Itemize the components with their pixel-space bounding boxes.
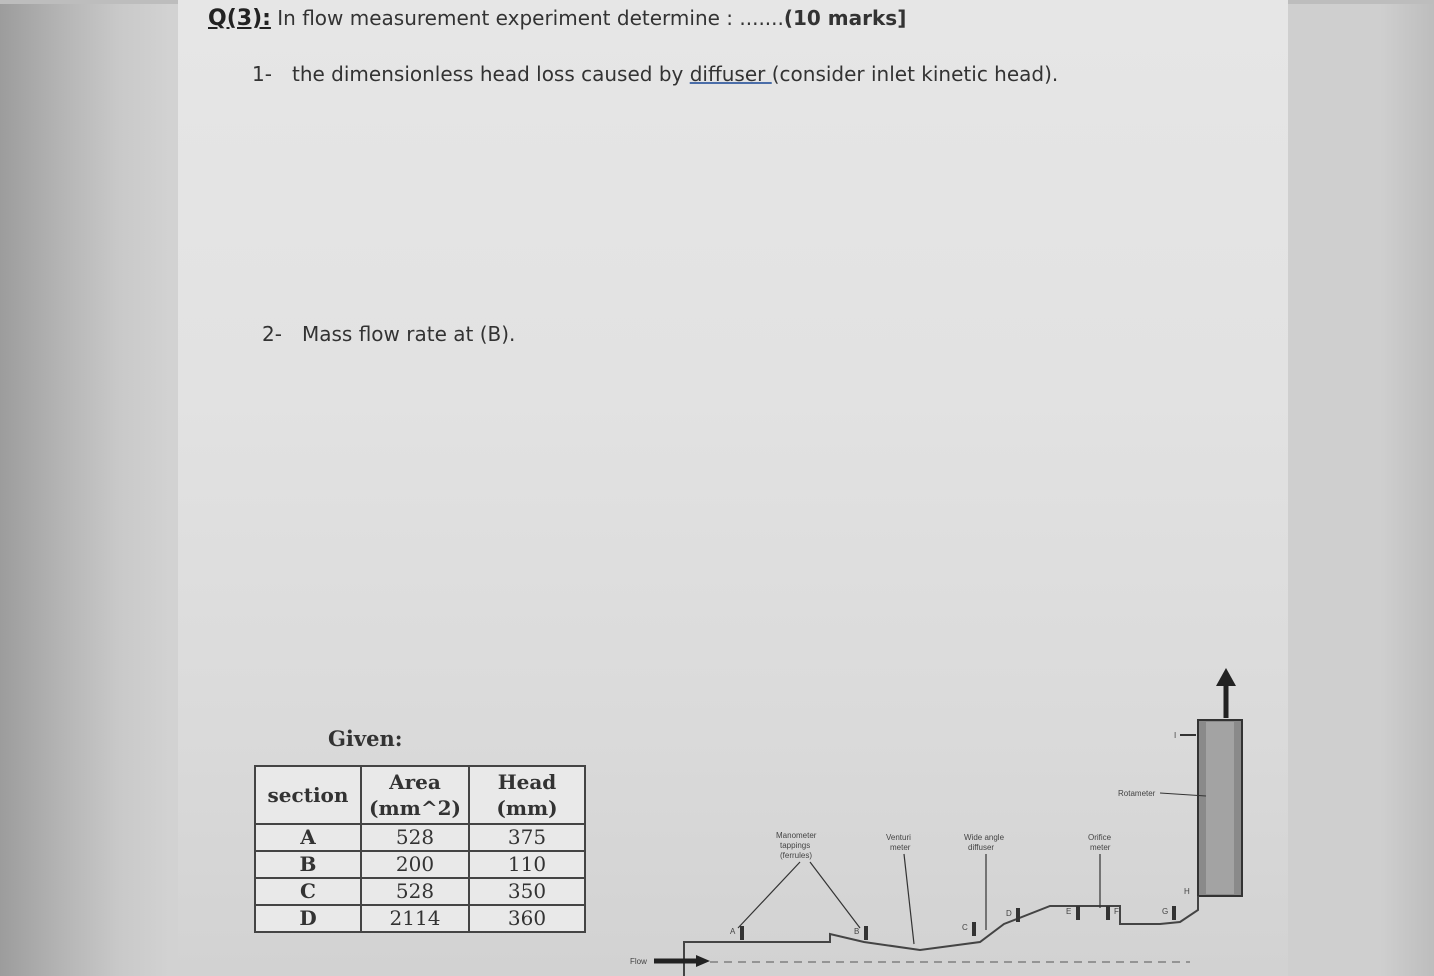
table-row: A 528 375 [254, 823, 586, 852]
table-cell: 528 [360, 877, 470, 906]
flow-apparatus-diagram: I Rotameter Flow Manometer tappings (fer… [630, 668, 1243, 976]
header-line: (mm) [496, 796, 558, 820]
question-number: Q(3): [208, 6, 271, 31]
point-label-a: A [730, 927, 736, 936]
rotameter-label: Rotameter [1118, 789, 1156, 798]
table-cell: 350 [468, 877, 586, 906]
point-label-f: F [1114, 907, 1119, 916]
header-line: section [267, 783, 349, 807]
diffuser-label-line2: diffuser [968, 843, 994, 852]
main-pipe-outline [683, 896, 1199, 976]
question-item-2: 2- Mass flow rate at (B). [262, 322, 515, 346]
rotameter-fill [1206, 722, 1234, 894]
item-number: 2- [262, 322, 282, 346]
venturi-leader [903, 853, 915, 945]
flow-arrow-icon [696, 955, 710, 967]
venturi-label-line1: Venturi [886, 833, 911, 842]
given-data-table: section Area(mm^2) Head(mm) A 528 375 B … [254, 765, 586, 933]
outlet-arrow-icon [1216, 668, 1236, 686]
question-text: In flow measurement experiment determine… [277, 6, 784, 30]
table-cell: 375 [468, 823, 586, 852]
table-header-cell: Head(mm) [468, 765, 586, 825]
point-label-b: B [854, 927, 859, 936]
manometer-label-line1: Manometer [776, 831, 817, 840]
item-number: 1- [252, 62, 272, 86]
point-label-e: E [1066, 907, 1071, 916]
table-cell: 200 [360, 850, 470, 879]
table-cell: 110 [468, 850, 586, 879]
table-row: B 200 110 [254, 850, 586, 879]
table-cell: 528 [360, 823, 470, 852]
given-label: Given: [328, 726, 403, 751]
header-line: Head [497, 770, 557, 794]
question-item-1: 1-the dimensionless head loss caused by … [252, 62, 1058, 86]
table-cell: B [254, 850, 362, 879]
point-label-c: C [962, 923, 968, 932]
table-cell: D [254, 904, 362, 933]
tapping-f [1106, 906, 1110, 920]
table-cell: 360 [468, 904, 586, 933]
tapping-d [1016, 908, 1020, 922]
point-label-h: H [1184, 887, 1190, 896]
tapping-a [740, 926, 744, 940]
table-row: C 528 350 [254, 877, 586, 906]
question-marks: (10 marks] [783, 6, 907, 30]
rotameter-leader [1159, 792, 1207, 797]
orifice-label-line2: meter [1090, 843, 1111, 852]
flow-label: Flow [630, 957, 647, 966]
manometer-leader-b [809, 861, 861, 929]
question-title: Q(3): In flow measurement experiment det… [208, 6, 906, 31]
tapping-b [864, 926, 868, 940]
point-label-i: I [1174, 731, 1176, 740]
table-header-cell: section [254, 765, 362, 825]
table-cell: 2114 [360, 904, 470, 933]
table-header-cell: Area(mm^2) [360, 765, 470, 825]
tapping-c [972, 922, 976, 936]
diffuser-label-line1: Wide angle [964, 833, 1005, 842]
venturi-label-line2: meter [890, 843, 911, 852]
point-label-g: G [1162, 907, 1168, 916]
table-row: D 2114 360 [254, 904, 586, 933]
point-label-d: D [1006, 909, 1012, 918]
table-header-row: section Area(mm^2) Head(mm) [254, 765, 586, 825]
item-text: Mass flow rate at (B). [302, 322, 516, 346]
header-line: (mm^2) [369, 796, 461, 820]
tapping-e [1076, 906, 1080, 920]
manometer-label-line3: (ferrules) [780, 851, 812, 860]
manometer-leader-a [737, 861, 801, 929]
table-cell: A [254, 823, 362, 852]
manometer-label-line2: tappings [780, 841, 810, 850]
orifice-label-line1: Orifice [1088, 833, 1112, 842]
header-line: Area [389, 770, 441, 794]
item-text-before: the dimensionless head loss caused by [292, 62, 690, 86]
tapping-g [1172, 906, 1176, 920]
item-text-underlined: diffuser [689, 62, 772, 86]
table-cell: C [254, 877, 362, 906]
item-text-after: (consider inlet kinetic head). [771, 62, 1059, 86]
